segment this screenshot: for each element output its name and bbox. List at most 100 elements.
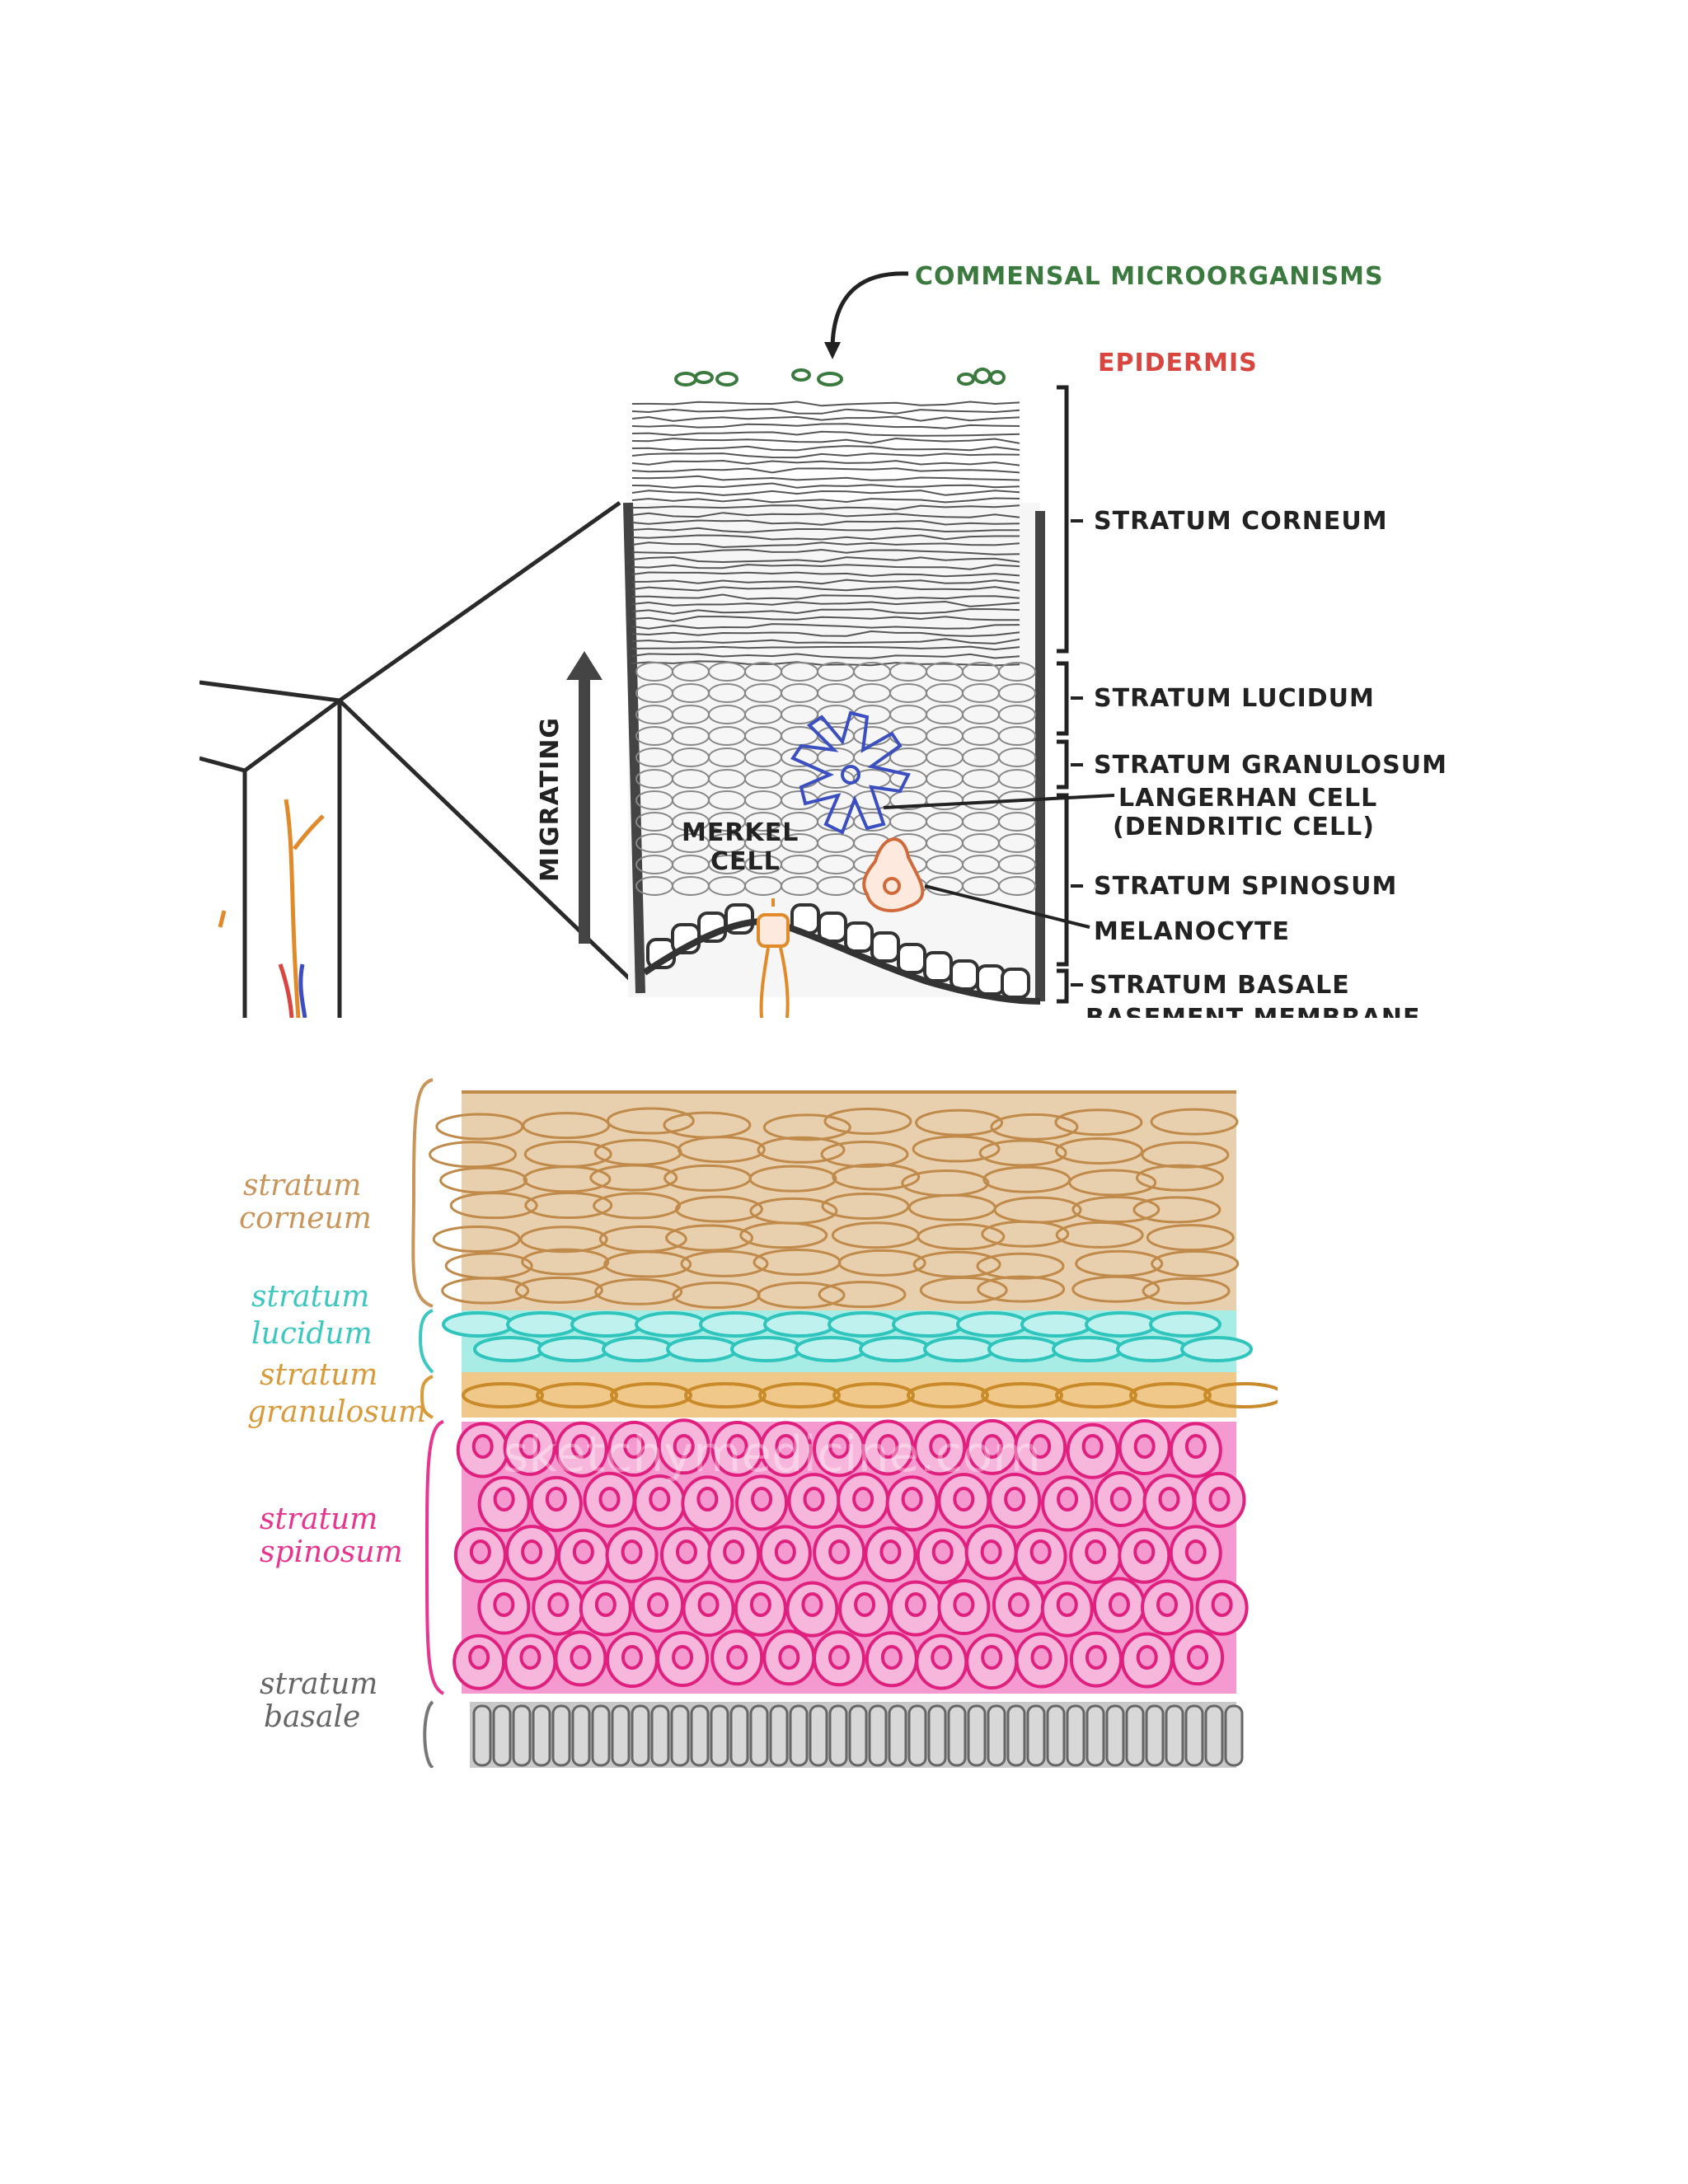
basal-column-cell <box>1006 1704 1026 1767</box>
spinous-nucleus <box>493 1487 515 1511</box>
spinous-nucleus <box>803 1487 825 1511</box>
corneocyte <box>1055 1221 1144 1249</box>
basal-cell <box>1001 968 1030 999</box>
lucidum-cell <box>442 1311 514 1338</box>
basal-column-cell <box>1145 1704 1165 1767</box>
spinous-nucleus <box>749 1592 771 1617</box>
spinous-nucleus <box>1056 1592 1078 1617</box>
melanocyte-label: MELANOCYTE <box>1094 917 1290 946</box>
granular-cell <box>981 1382 1063 1408</box>
basal-column-cell <box>789 1704 809 1767</box>
basal-column-cell <box>1224 1704 1244 1767</box>
spinous-nucleus <box>545 1487 567 1511</box>
corneocyte <box>1141 1141 1230 1169</box>
spinous-nucleus <box>1030 1645 1053 1670</box>
spinous-nucleus <box>981 1645 1003 1670</box>
basal-column-cell <box>1026 1704 1046 1767</box>
corneocyte <box>917 1223 1006 1251</box>
layer-brackets-left <box>411 1078 445 1768</box>
corneocyte <box>990 1113 1079 1141</box>
granular-cell <box>1129 1382 1212 1408</box>
spinous-nucleus <box>981 1434 1003 1459</box>
lucidum-label-1: stratum <box>251 1280 369 1314</box>
corneum-scribble <box>631 452 1020 459</box>
migrating-arrow <box>566 651 603 944</box>
basal-column-cell <box>888 1704 907 1767</box>
spinous-nucleus <box>877 1434 899 1459</box>
basal-column-cell <box>987 1704 1006 1767</box>
basale-label-2: basale <box>264 1700 360 1734</box>
spinous-nucleus <box>1085 1540 1107 1564</box>
corneum-scribble <box>631 467 1020 474</box>
corneum-scribble <box>631 645 1020 651</box>
corneocyte <box>748 1165 837 1193</box>
lucidum-cell <box>1116 1336 1189 1362</box>
basal-cell <box>923 951 953 982</box>
corneum-scribble <box>631 555 1020 564</box>
spinous-nucleus <box>594 1592 617 1617</box>
basal-column-cell <box>868 1704 888 1767</box>
basal-column-cell <box>611 1704 631 1767</box>
corneocyte <box>837 1249 926 1277</box>
spinous-nucleus <box>1136 1645 1158 1670</box>
keratinocyte-outline <box>998 683 1036 703</box>
corneum-scribble <box>631 623 1020 630</box>
lucidum-cell <box>730 1336 803 1362</box>
lucidum-cell <box>763 1311 836 1338</box>
spinous-nucleus <box>697 1592 720 1617</box>
lucidum-cell <box>828 1311 900 1338</box>
basal-column-cell <box>907 1704 927 1767</box>
granular-cell <box>610 1382 692 1408</box>
corneocyte <box>1150 1108 1239 1136</box>
basal-column-cell <box>1184 1704 1204 1767</box>
corneocyte <box>521 1248 610 1276</box>
spinous-nucleus <box>570 1434 593 1459</box>
corneum-scribble <box>631 475 1020 481</box>
lucidum-cell <box>1020 1311 1093 1338</box>
corneocyte <box>823 1107 912 1135</box>
granular-cell <box>907 1382 989 1408</box>
corneum-label-1: stratum <box>243 1169 361 1202</box>
keratinocyte-outline <box>998 833 1036 853</box>
lucidum-cell <box>570 1311 643 1338</box>
microorganisms <box>674 368 1006 387</box>
corneocyte <box>762 1113 851 1141</box>
spinous-nucleus <box>649 1487 671 1511</box>
spinous-nucleus <box>572 1540 594 1564</box>
spinous-nucleus <box>1108 1592 1130 1617</box>
corneocyte <box>429 1141 518 1169</box>
spinous-nucleus <box>931 1540 954 1564</box>
basal-column-cell <box>927 1704 947 1767</box>
keratinocyte-outline <box>998 855 1036 874</box>
corneocyte <box>1146 1224 1235 1252</box>
basal-column-cell <box>1125 1704 1145 1767</box>
basal-column-cell <box>631 1704 650 1767</box>
spinous-nucleus <box>775 1434 797 1459</box>
keratinocyte-outline <box>998 726 1036 746</box>
corneum-layer <box>429 1090 1240 1310</box>
spinous-nucleus <box>1133 1434 1156 1459</box>
epidermis-diagram-svg: COMMENSAL MICROORGANISMS MIGRATING EPIDE… <box>199 262 1447 1018</box>
lucidum-cell <box>537 1336 610 1362</box>
corneocyte <box>912 1135 1001 1163</box>
basal-column-cell <box>848 1704 868 1767</box>
spinous-nucleus <box>931 1645 953 1670</box>
lucidum-cell <box>923 1336 996 1362</box>
granular-cell <box>1203 1382 1278 1408</box>
corneocyte <box>977 1275 1066 1303</box>
spinous-nucleus <box>1184 1540 1207 1564</box>
keratinocyte-outline <box>998 748 1036 767</box>
spinous-nucleus <box>468 1645 490 1670</box>
corneocyte <box>603 1250 692 1278</box>
basal-column-cell <box>1204 1704 1224 1767</box>
lucidum-cell <box>795 1336 867 1362</box>
basement-label: BASEMENT MEMBRANE <box>1085 1004 1421 1018</box>
lucidum-cell <box>506 1311 579 1338</box>
corneum-scribble <box>631 607 1020 615</box>
basal-column-cell <box>591 1704 611 1767</box>
spinous-nucleus <box>801 1592 823 1617</box>
spinous-nucleus <box>647 1592 669 1617</box>
lucidum-cell <box>635 1311 707 1338</box>
corneocyte <box>524 1192 613 1220</box>
basal-column-cell <box>551 1704 571 1767</box>
